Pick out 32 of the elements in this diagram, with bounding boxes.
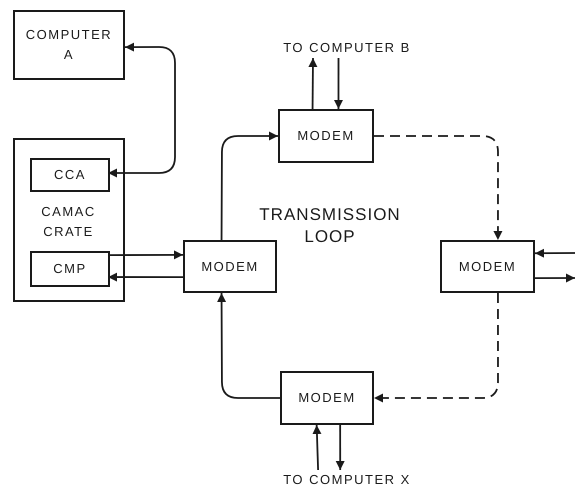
node-text: CCA <box>53 166 87 184</box>
modem-box <box>183 240 277 293</box>
arrow <box>535 248 575 258</box>
terminal-label: TO COMPUTER B <box>282 39 412 57</box>
modem-box <box>280 371 374 425</box>
crate-box <box>13 138 125 302</box>
loop-label: TRANSMISSION LOOP <box>258 204 402 248</box>
modem-box <box>440 240 535 293</box>
module-box <box>30 251 110 287</box>
arrow <box>308 58 318 109</box>
arrow <box>108 250 183 260</box>
arrow <box>374 135 502 240</box>
modem-box <box>278 109 374 163</box>
node-text: COMPUTER A <box>24 26 114 64</box>
node-text: MODEM <box>297 389 357 407</box>
terminal-label: TO COMPUTER X <box>282 471 412 489</box>
arrow <box>334 58 343 109</box>
arrow <box>336 425 345 470</box>
node-text: MODEM <box>200 258 260 276</box>
arrow <box>220 132 278 240</box>
arrow <box>535 274 575 283</box>
node-text: CMP <box>52 260 88 278</box>
arrow <box>108 42 176 178</box>
arrow <box>108 272 183 282</box>
node-text: MODEM <box>458 258 518 276</box>
module-box <box>30 158 110 192</box>
computer-box <box>13 10 125 80</box>
node-text: CAMAC CRATE <box>40 203 97 241</box>
node-text: MODEM <box>296 127 356 145</box>
arrow <box>217 293 280 399</box>
arrow <box>312 424 322 470</box>
arrow <box>374 293 499 402</box>
